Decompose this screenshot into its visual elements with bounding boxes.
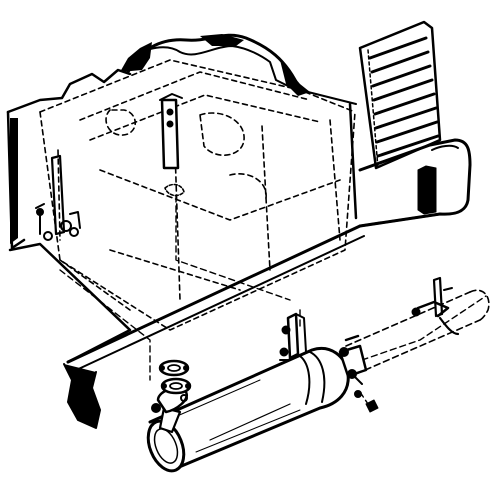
tailpipe-phantom (345, 289, 490, 375)
floor-pan-edge (120, 33, 310, 96)
body-side-wall (8, 89, 358, 364)
front-bumper (358, 138, 472, 228)
inlet-gasket-lower (160, 377, 192, 395)
left-hanger-bracket (35, 154, 81, 241)
clamp-nut-washer (354, 390, 379, 413)
frame-rail (66, 212, 442, 373)
fuel-tank-phantom (39, 59, 356, 331)
tank-mount-strap (159, 93, 185, 197)
assembly-guide-lines (59, 195, 487, 405)
torn-body-panel (6, 68, 132, 429)
tailpipe-hanger (411, 276, 460, 336)
muffler (146, 347, 350, 473)
radiator-grille (358, 20, 442, 170)
inlet-gasket-upper (158, 359, 190, 377)
muffler-hanger-bracket (279, 312, 307, 361)
